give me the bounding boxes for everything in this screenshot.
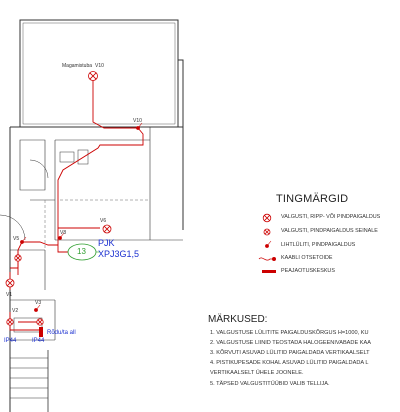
legend-wall-light-icon: [263, 228, 271, 236]
legend-symbols: [262, 213, 272, 236]
wall-light-icon: [6, 318, 14, 326]
ip-label-right: IP44: [32, 338, 45, 344]
ceiling-light-icon: [5, 278, 15, 288]
switch-icon: [136, 122, 143, 130]
bedroom-walls: [19, 19, 179, 128]
circuit-number: 13: [77, 247, 86, 256]
note-item: VERTIKAALSELT ÜHELE JOONELE.: [210, 370, 304, 376]
wall-light-icon: [14, 254, 22, 262]
walls: [0, 19, 184, 412]
legend-title: TINGMÄRGID: [276, 193, 349, 205]
fixture-label-v10-right: V10: [133, 118, 142, 124]
fixture-label-v5: V5: [13, 236, 20, 242]
fixture-label-v1: V1: [6, 292, 13, 298]
legend-item-switch: LIHTLÜLITI, PINDPAIGALDUS: [281, 242, 356, 248]
note-item: 4. PISTIKUPESADE KOHAL ASUVAD LÜLITID PA…: [210, 360, 369, 366]
panel-cable: XPJ3G1,5: [98, 249, 140, 259]
switch-icon: [20, 236, 27, 244]
legend-cable-end-icon: [258, 256, 276, 261]
switch-icon: [58, 232, 65, 240]
room-label-bedroom: Magamistuba: [62, 63, 93, 69]
legend-switch-icon: [265, 240, 272, 248]
notes-title: MÄRKUSED:: [208, 314, 268, 325]
legend-item-ceiling-light: VALGUSTI, RIPP- VÕI PINDPAIGALDUS: [281, 214, 381, 220]
note-item: 2. VALGUSTUSE LIINID TEOSTADA HALOGEENIV…: [210, 340, 371, 346]
note-item: 3. KÕRVUTI ASUVAD LÜLITID PAIGALDADA VER…: [210, 350, 370, 356]
switch-icon: [34, 304, 41, 312]
wall-light-icon: [36, 318, 44, 326]
ceiling-light-icon: [88, 71, 98, 81]
wiring: [9, 76, 144, 331]
legend-item-wall-light: VALGUSTI, PINDPAIGALDUS SEINALE: [281, 228, 378, 234]
note-item: 1. VALGUSTUSE LÜLITITE PAIGALDUSKÕRGUS H…: [210, 330, 369, 336]
legend-ceiling-light-icon: [262, 213, 272, 223]
ip-label-left: IP44: [4, 338, 17, 344]
fixture-label-v2: V2: [12, 308, 19, 314]
legend-item-main-panel: PEAJAOTUSKESKUS: [281, 268, 335, 274]
main-panel-icon: [39, 327, 43, 337]
fixture-label-v10-upper: V10: [95, 63, 104, 69]
legend-main-panel-icon: [262, 270, 276, 273]
fixture-label-v8: V8: [60, 230, 67, 236]
panel-name: PJK: [98, 238, 115, 248]
fixture-label-v6: V6: [100, 218, 107, 224]
vestibule-label: Rõdu/ta all: [47, 330, 76, 336]
ceiling-light-icon: [102, 224, 112, 234]
legend-item-cable-end: KAABLI OTSETOIDE: [281, 255, 333, 261]
note-item: 5. TÄPSED VALGUSTITÜÜBID VALIB TELLIJA.: [210, 381, 330, 387]
fixture-label-v3: V3: [35, 300, 42, 306]
